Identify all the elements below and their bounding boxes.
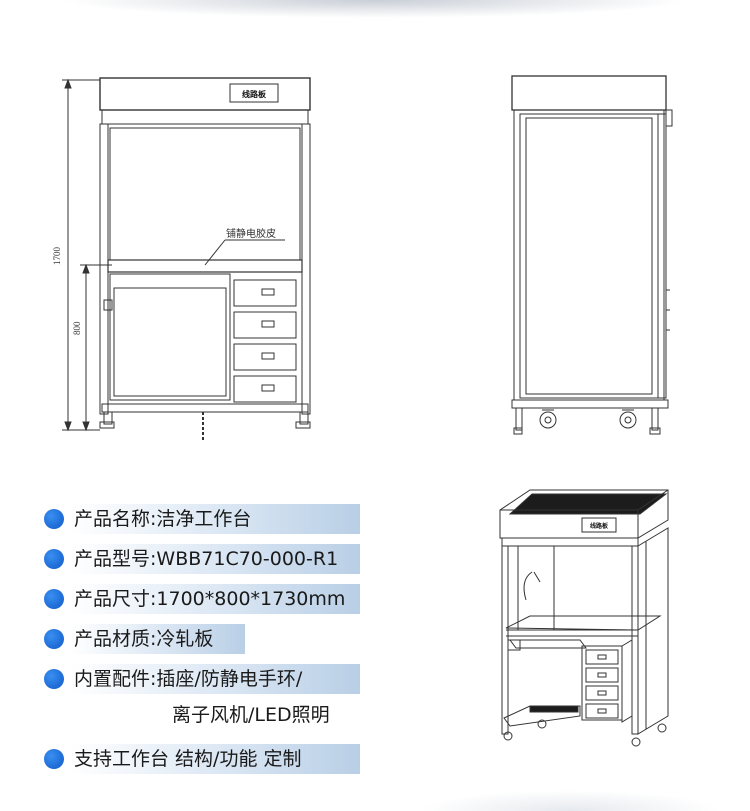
spec-row-custom: 支持工作台 结构/功能 定制 bbox=[44, 744, 360, 774]
spec-label: 内置配件 bbox=[74, 668, 151, 690]
bullet-dot-icon bbox=[44, 749, 64, 769]
side-view-drawing bbox=[500, 70, 680, 450]
spec-band bbox=[70, 584, 360, 614]
plate-label: 线路板 bbox=[242, 89, 267, 99]
spec-band bbox=[70, 544, 360, 574]
spec-label: 产品尺寸 bbox=[74, 588, 151, 610]
spec-row-material: 产品材质:冷轧板 bbox=[44, 624, 245, 654]
spec-band bbox=[70, 664, 360, 694]
spec-value: 插座/防静电手环/ bbox=[156, 668, 303, 690]
spec-label: 支持工作台 结构/功能 定制 bbox=[74, 748, 302, 770]
spec-label: 产品名称 bbox=[74, 508, 151, 530]
spec-row-name: 产品名称:洁净工作台 bbox=[44, 504, 360, 534]
bottom-shadow bbox=[420, 790, 720, 811]
spec-row-accessories: 内置配件:插座/防静电手环/ bbox=[44, 664, 360, 694]
spec-label: 产品型号 bbox=[74, 548, 151, 570]
spec-band bbox=[70, 744, 360, 774]
spec-value: 洁净工作台 bbox=[156, 508, 252, 530]
callout-label: 铺静电胶皮 bbox=[226, 227, 276, 240]
spec-row-model: 产品型号:WBB71C70-000-R1 bbox=[44, 544, 360, 574]
front-view-drawing: 1700 800 线路板 铺静电胶皮 bbox=[40, 60, 330, 460]
spec-value: WBB71C70-000-R1 bbox=[156, 548, 339, 570]
plate-label-3d: 线路板 bbox=[590, 522, 609, 530]
spec-accessories-continuation: 离子风机/LED照明 bbox=[172, 704, 330, 726]
top-shadow bbox=[60, 0, 690, 18]
bullet-dot-icon bbox=[44, 669, 64, 689]
dim-800-label: 800 bbox=[72, 321, 82, 335]
spec-value: 冷轧板 bbox=[156, 628, 214, 650]
spec-label: 产品材质 bbox=[74, 628, 151, 650]
dim-1700-label: 1700 bbox=[52, 247, 62, 266]
bullet-dot-icon bbox=[44, 549, 64, 569]
bullet-dot-icon bbox=[44, 589, 64, 609]
bullet-dot-icon bbox=[44, 629, 64, 649]
spec-value: 1700*800*1730mm bbox=[156, 588, 346, 610]
spec-band bbox=[70, 624, 245, 654]
perspective-view-drawing: 线路板 bbox=[490, 480, 690, 755]
spec-row-size: 产品尺寸:1700*800*1730mm bbox=[44, 584, 360, 614]
bullet-dot-icon bbox=[44, 509, 64, 529]
spec-band bbox=[70, 504, 360, 534]
